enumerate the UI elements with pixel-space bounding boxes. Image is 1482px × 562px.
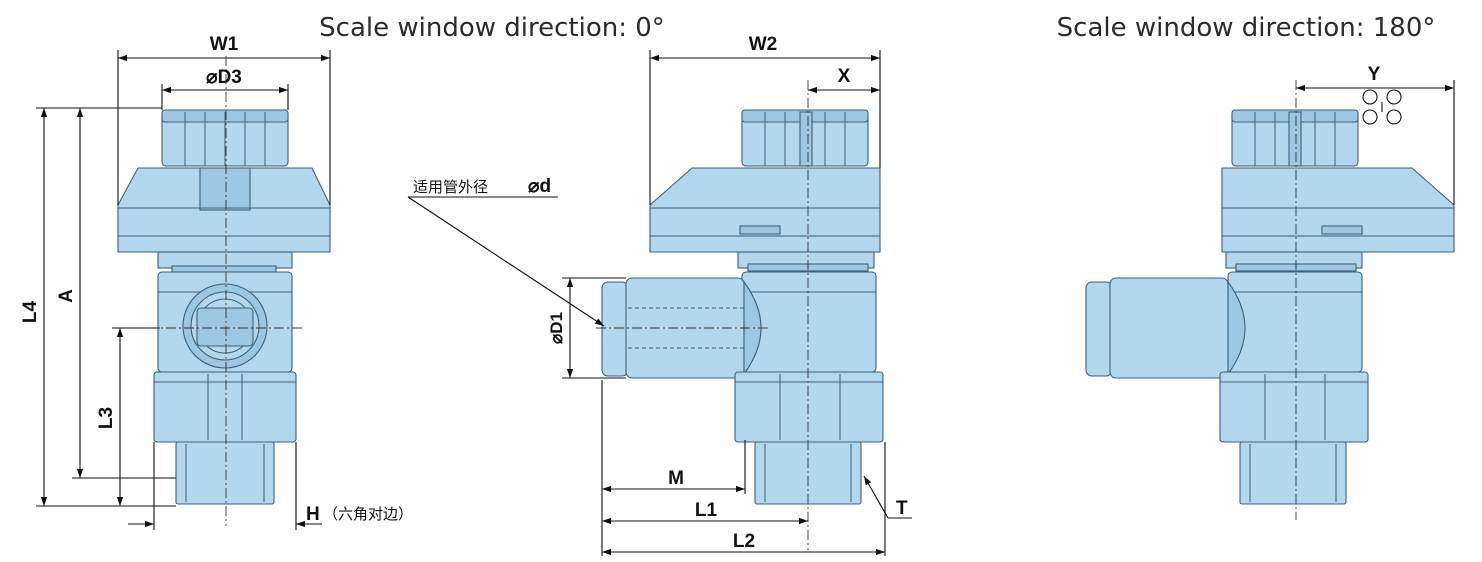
view3-heading: Scale window direction: 180° — [1057, 13, 1436, 43]
side-view-180-tube-fitting — [1085, 277, 1246, 379]
side-view-180-bonnet — [1221, 167, 1455, 253]
dim-m: M — [668, 468, 684, 489]
tube-note-text: 适用管外径 — [413, 178, 488, 196]
dim-d3: ⌀D3 — [206, 67, 242, 88]
dim-w1: W1 — [210, 34, 239, 55]
front-view-hex — [153, 371, 297, 443]
dim-y: Y — [1368, 64, 1381, 85]
dim-t: T — [896, 498, 908, 519]
side-view-0-tube-fitting — [601, 277, 762, 379]
front-view: W1 ⌀D3 L4 A L3 H （六角对边） — [20, 34, 413, 530]
view2-heading: Scale window direction: 0° — [319, 13, 665, 43]
dim-h-note: （六角对边） — [323, 505, 413, 523]
side-view-180-knob — [1231, 109, 1359, 167]
side-view-0-hex — [734, 371, 884, 443]
dim-d1: ⌀D1 — [547, 312, 566, 344]
side-view-0: Scale window direction: 0° — [319, 13, 912, 556]
tube-note-symbol: ⌀d — [528, 176, 551, 197]
front-view-body — [157, 271, 293, 373]
dim-l3: L3 — [96, 407, 117, 429]
dim-h: H — [306, 504, 320, 525]
dim-l1: L1 — [695, 500, 718, 521]
side-view-0-bonnet — [649, 167, 881, 253]
dim-w2: W2 — [749, 34, 778, 55]
front-view-knob — [161, 109, 289, 167]
dim-l2: L2 — [733, 531, 755, 552]
side-view-180: Scale window direction: 180° — [1057, 13, 1455, 520]
circles-symbol — [1362, 89, 1402, 125]
dim-l4: L4 — [20, 300, 41, 323]
front-view-bonnet — [117, 167, 331, 253]
dim-a: A — [56, 289, 77, 303]
dim-x: X — [838, 66, 851, 87]
side-view-0-knob — [741, 109, 869, 167]
front-view-thread — [175, 441, 275, 505]
